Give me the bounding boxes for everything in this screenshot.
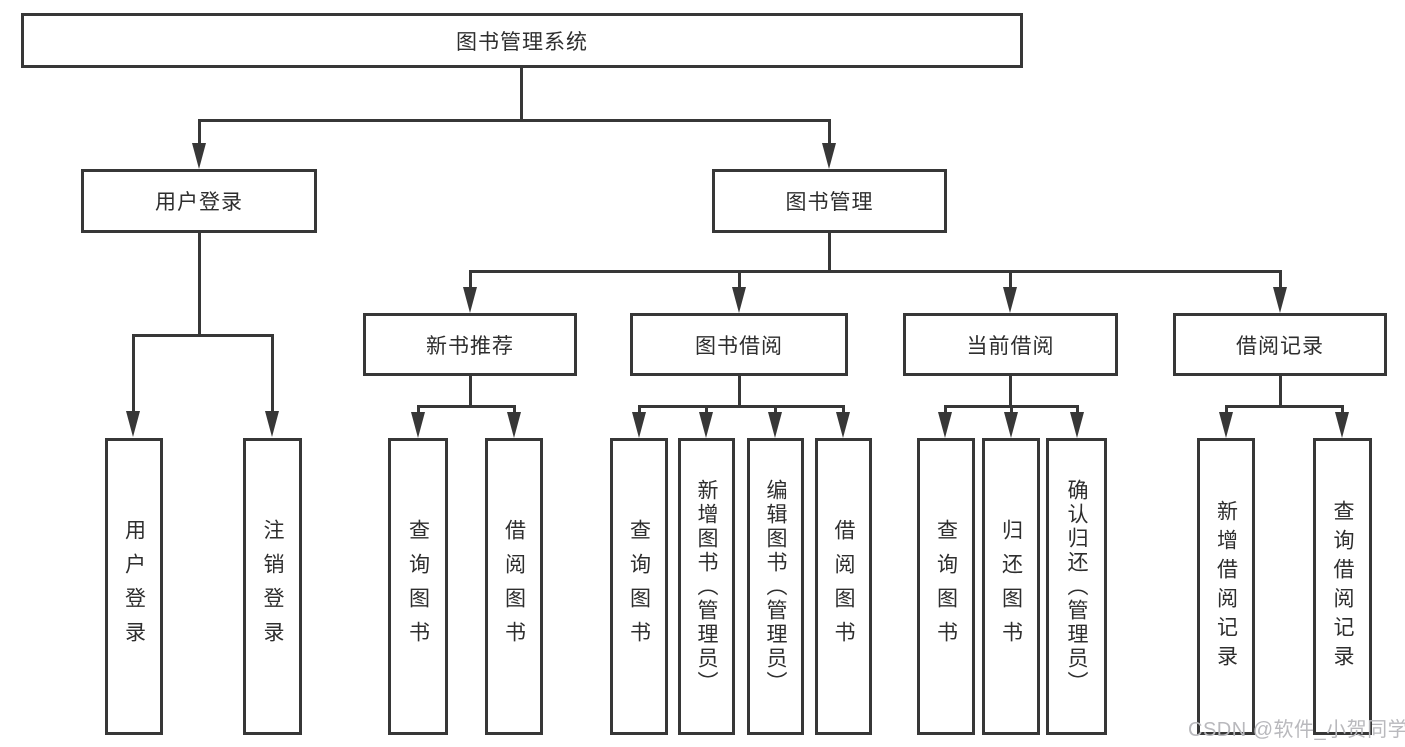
node-label: 当前借阅 bbox=[966, 334, 1055, 358]
node-book-borrowing: 图书借阅 bbox=[630, 313, 848, 376]
leaf-label: 借阅图书 bbox=[502, 518, 526, 655]
connector-line bbox=[1010, 405, 1013, 415]
arrow-down-icon bbox=[265, 411, 279, 437]
arrow-down-icon bbox=[1273, 287, 1287, 313]
arrow-down-icon bbox=[1335, 412, 1349, 438]
connector-line bbox=[638, 405, 845, 408]
connector-line bbox=[738, 270, 741, 290]
connector-line bbox=[1225, 405, 1228, 415]
leaf-add-borrow-record: 新增借阅记录 bbox=[1197, 438, 1255, 735]
leaf-label: 用户登录 bbox=[122, 518, 146, 655]
leaf-user-login: 用户登录 bbox=[105, 438, 163, 735]
leaf-query-books: 查询图书 bbox=[388, 438, 448, 735]
connector-line bbox=[638, 405, 641, 415]
connector-line bbox=[469, 374, 472, 408]
node-label: 图书管理 bbox=[785, 191, 874, 214]
connector-line bbox=[132, 334, 135, 414]
arrow-down-icon bbox=[732, 287, 746, 313]
leaf-label: 查询图书 bbox=[934, 518, 958, 655]
connector-line bbox=[271, 334, 274, 414]
connector-line bbox=[198, 119, 831, 122]
arrow-down-icon bbox=[1004, 412, 1018, 438]
leaf-label: 新增借阅记录 bbox=[1214, 499, 1238, 674]
node-label: 图书借阅 bbox=[695, 334, 783, 358]
watermark: CSDN @软件_小贺同学 bbox=[1188, 719, 1405, 741]
node-current-borrowing: 当前借阅 bbox=[903, 313, 1118, 376]
connector-line bbox=[198, 231, 201, 337]
leaf-edit-books-admin: 编辑图书（管理员） bbox=[747, 438, 804, 735]
connector-line bbox=[417, 405, 420, 415]
node-user-login: 用户登录 bbox=[81, 169, 317, 233]
leaf-borrow-books: 借阅图书 bbox=[815, 438, 872, 735]
connector-line bbox=[198, 119, 201, 147]
leaf-query-books: 查询图书 bbox=[917, 438, 975, 735]
connector-line bbox=[513, 405, 516, 415]
arrow-down-icon bbox=[1219, 412, 1233, 438]
arrow-down-icon bbox=[1003, 287, 1017, 313]
leaf-label: 查询图书 bbox=[406, 518, 430, 655]
arrow-down-icon bbox=[699, 412, 713, 438]
arrow-down-icon bbox=[632, 412, 646, 438]
connector-line bbox=[828, 231, 831, 273]
leaf-label: 注销登录 bbox=[261, 518, 284, 655]
connector-line bbox=[774, 405, 777, 415]
leaf-label: 查询借阅记录 bbox=[1331, 499, 1354, 674]
leaf-add-books-admin: 新增图书（管理员） bbox=[678, 438, 735, 735]
leaf-query-books: 查询图书 bbox=[610, 438, 668, 735]
connector-line bbox=[1009, 374, 1012, 408]
leaf-label: 归还图书 bbox=[999, 518, 1023, 655]
connector-line bbox=[944, 405, 947, 415]
leaf-label: 借阅图书 bbox=[832, 518, 855, 655]
arrow-down-icon bbox=[411, 412, 425, 438]
arrow-down-icon bbox=[768, 412, 782, 438]
connector-line bbox=[842, 405, 845, 415]
connector-line bbox=[705, 405, 708, 415]
connector-line bbox=[738, 374, 741, 408]
leaf-label: 编辑图书（管理员） bbox=[764, 478, 787, 695]
node-borrowing-records: 借阅记录 bbox=[1173, 313, 1387, 376]
node-book-management: 图书管理 bbox=[712, 169, 947, 233]
connector-line bbox=[1279, 270, 1282, 290]
leaf-query-borrow-record: 查询借阅记录 bbox=[1313, 438, 1372, 735]
connector-line bbox=[417, 405, 516, 408]
connector-line bbox=[1225, 405, 1344, 408]
arrow-down-icon bbox=[192, 143, 206, 169]
leaf-borrow-books: 借阅图书 bbox=[485, 438, 543, 735]
connector-line bbox=[469, 270, 472, 290]
connector-line bbox=[1076, 405, 1079, 415]
node-new-book-recommendation: 新书推荐 bbox=[363, 313, 577, 376]
arrow-down-icon bbox=[463, 287, 477, 313]
node-label: 图书管理系统 bbox=[456, 30, 588, 54]
arrow-down-icon bbox=[938, 412, 952, 438]
leaf-confirm-return-admin: 确认归还（管理员） bbox=[1046, 438, 1107, 735]
leaf-return-books: 归还图书 bbox=[982, 438, 1040, 735]
connector-line bbox=[469, 270, 1282, 273]
connector-line bbox=[1009, 270, 1012, 290]
arrow-down-icon bbox=[507, 412, 521, 438]
node-library-management-system: 图书管理系统 bbox=[21, 13, 1023, 68]
leaf-label: 确认归还（管理员） bbox=[1065, 478, 1088, 695]
leaf-label: 新增图书（管理员） bbox=[695, 478, 718, 695]
arrow-down-icon bbox=[126, 411, 140, 437]
arrow-down-icon bbox=[822, 143, 836, 169]
leaf-label: 查询图书 bbox=[627, 518, 651, 655]
connector-line bbox=[520, 66, 523, 122]
arrow-down-icon bbox=[836, 412, 850, 438]
connector-line bbox=[1341, 405, 1344, 415]
connector-line bbox=[828, 119, 831, 147]
arrow-down-icon bbox=[1070, 412, 1084, 438]
node-label: 新书推荐 bbox=[426, 334, 514, 358]
connector-line bbox=[132, 334, 274, 337]
node-label: 用户登录 bbox=[155, 191, 243, 214]
node-label: 借阅记录 bbox=[1236, 334, 1324, 358]
connector-line bbox=[1279, 374, 1282, 408]
leaf-logout: 注销登录 bbox=[243, 438, 302, 735]
